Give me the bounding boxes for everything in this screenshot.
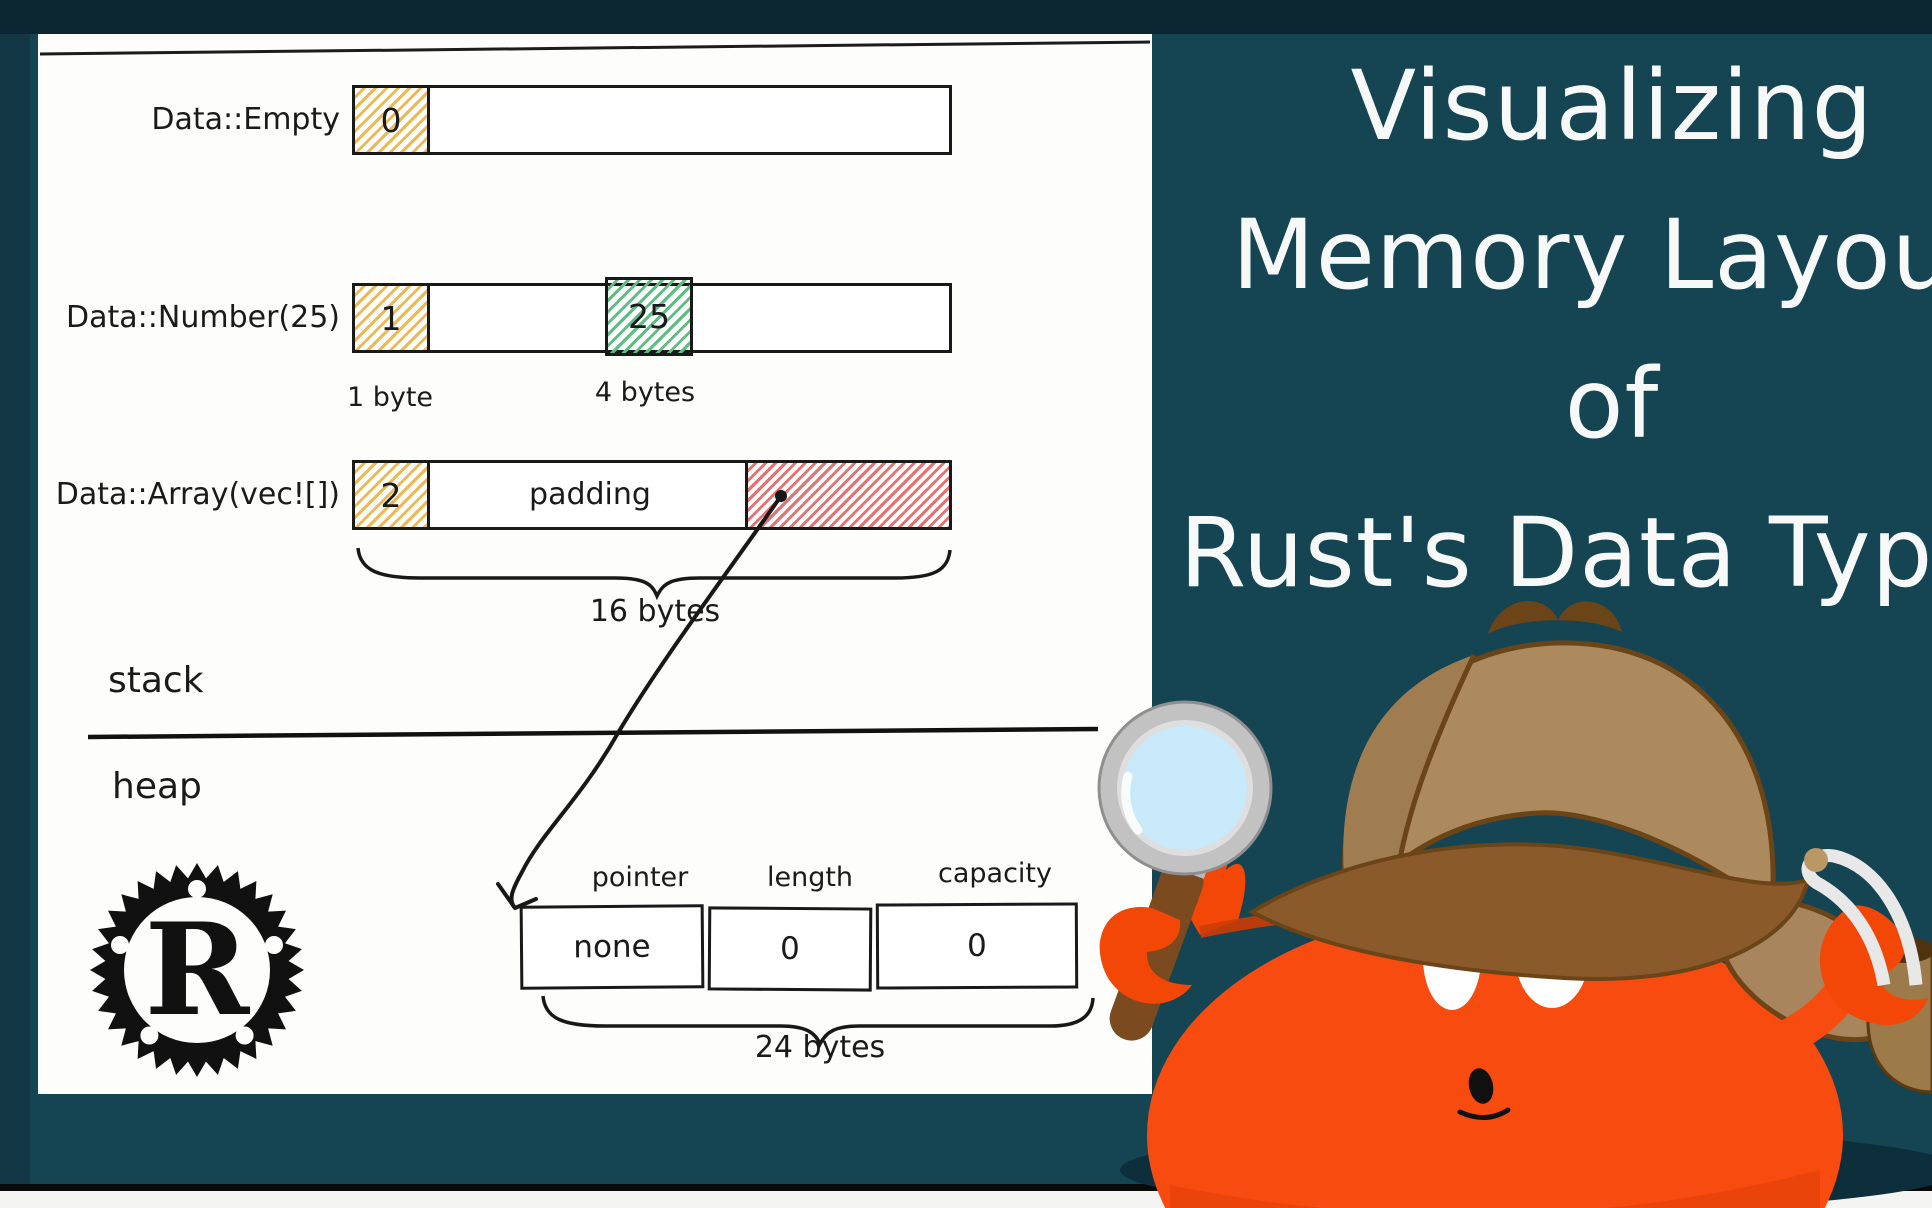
annotation-4bytes: 4 bytes bbox=[594, 377, 696, 408]
bottom-border-line bbox=[0, 1184, 1932, 1191]
title-line-1: Visualizing bbox=[1350, 50, 1874, 162]
memory-bar-empty: 0 bbox=[352, 85, 952, 155]
memory-bar-number: 1 25 bbox=[352, 277, 952, 356]
byte-cell-tag: 2 bbox=[352, 460, 430, 530]
left-border bbox=[0, 34, 30, 1186]
heap-header-pointer: pointer bbox=[591, 862, 689, 893]
crab-body bbox=[1147, 907, 1843, 1208]
heap-value-length: 0 bbox=[707, 906, 873, 992]
title-line-2: Memory Layout bbox=[1231, 199, 1932, 311]
crab-left-pincer bbox=[1099, 907, 1192, 1004]
pipe-icon bbox=[1801, 848, 1932, 1094]
gear-center bbox=[124, 897, 270, 1043]
hat-bow bbox=[1488, 600, 1622, 634]
title-line-3: of bbox=[1564, 348, 1660, 460]
deerstalker-hat bbox=[1247, 600, 1906, 1043]
hat-front-panel bbox=[1343, 655, 1474, 916]
row-label-array: Data::Array(vec![]) bbox=[55, 477, 340, 512]
padding-label: padding bbox=[529, 477, 651, 512]
rust-logo: R bbox=[90, 863, 304, 1077]
crab-body-shade bbox=[1170, 1170, 1820, 1208]
annotation-1byte: 1 byte bbox=[346, 382, 434, 413]
ferris-crab-detective bbox=[1097, 600, 1932, 1208]
row-label-number: Data::Number(25) bbox=[66, 300, 340, 335]
byte-cell-tag: 1 bbox=[352, 283, 430, 353]
heap-header-capacity: capacity bbox=[938, 858, 1052, 889]
row-label-empty: Data::Empty bbox=[151, 102, 340, 137]
title-line-4: Rust's Data Types bbox=[1179, 497, 1932, 609]
top-border bbox=[0, 0, 1932, 34]
rust-logo-letter-r: R bbox=[145, 896, 251, 1044]
magnifying-glass-icon bbox=[1097, 700, 1273, 876]
stack-label: stack bbox=[108, 660, 204, 701]
rust-gear-icon: R bbox=[90, 863, 304, 1077]
heap-header-length: length bbox=[766, 862, 854, 893]
byte-cell-tag: 0 bbox=[352, 85, 430, 155]
annotation-24bytes: 24 bytes bbox=[754, 1030, 886, 1065]
pipe-stem-tip bbox=[1804, 848, 1828, 872]
annotation-16bytes: 16 bytes bbox=[589, 594, 721, 629]
crab-mouth bbox=[1457, 1068, 1511, 1120]
gear-bolt-holes bbox=[111, 880, 283, 1045]
heap-label: heap bbox=[112, 766, 202, 807]
heap-value-pointer: none bbox=[519, 904, 705, 990]
thumbnail-title: Visualizing Memory Layout of Rust's Data… bbox=[1152, 32, 1932, 628]
byte-cell-value: 25 bbox=[605, 277, 693, 356]
memory-bar-array: 2 padding bbox=[352, 460, 952, 530]
